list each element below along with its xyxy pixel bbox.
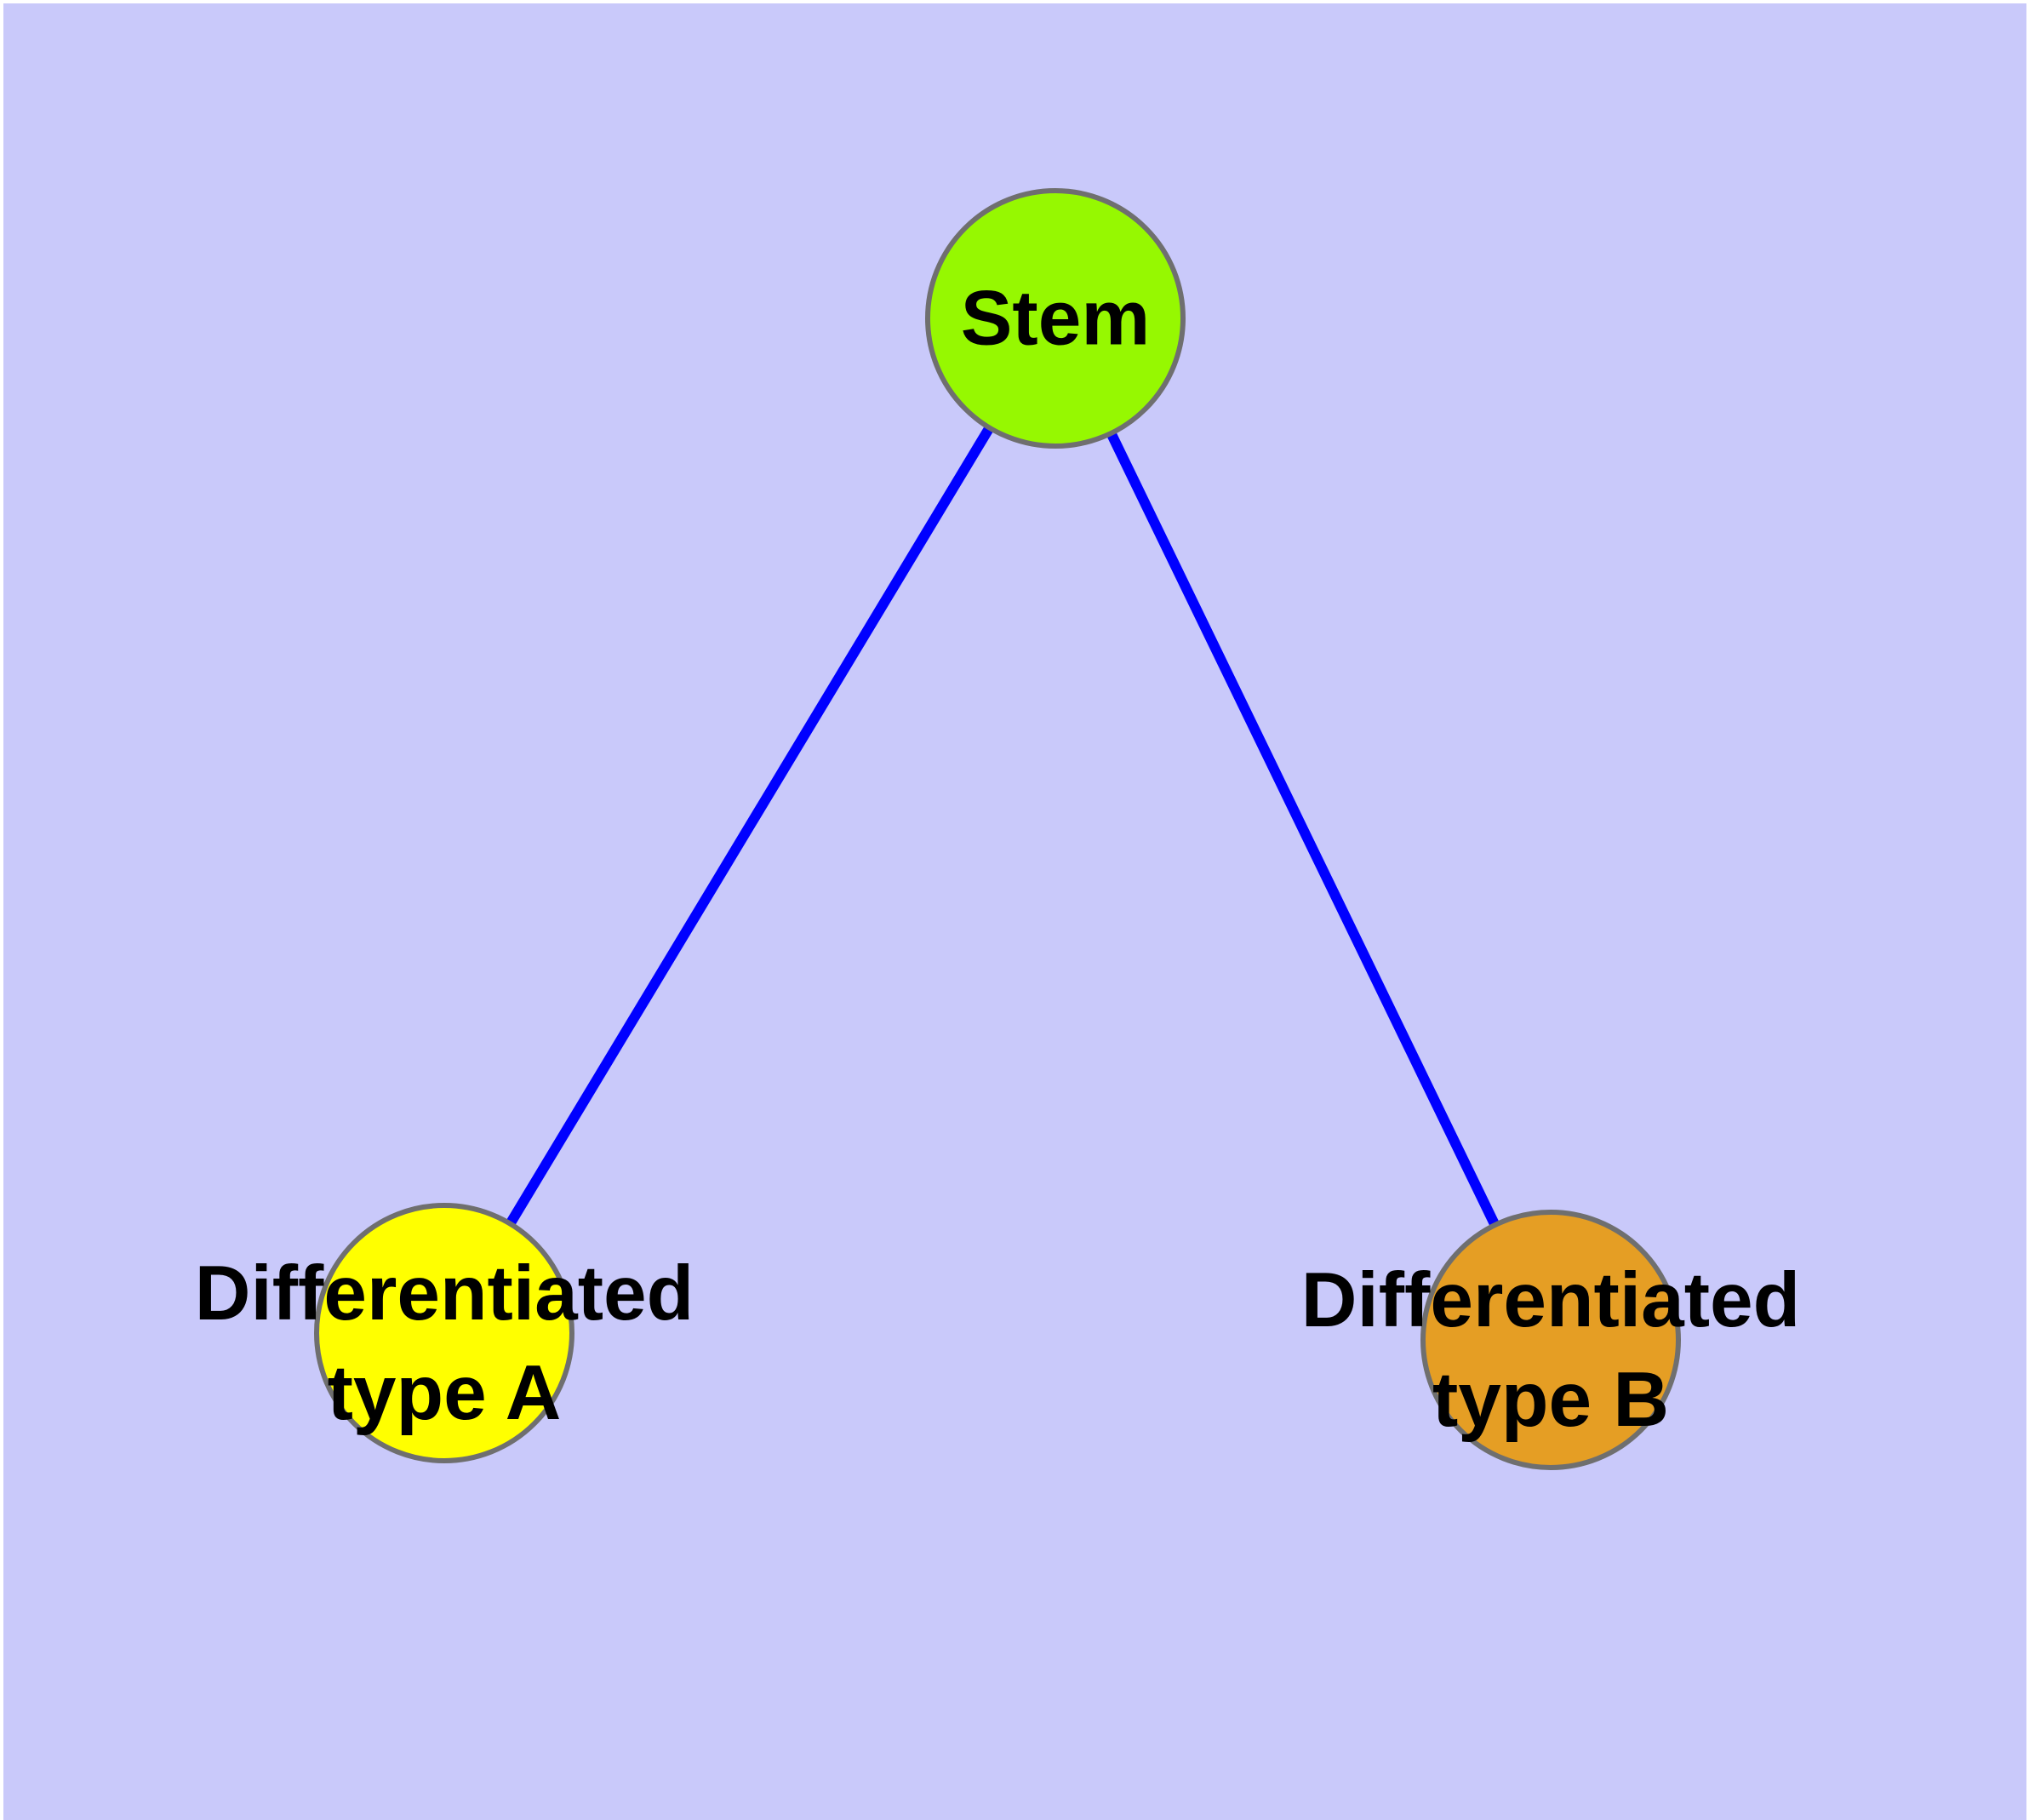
edge-stem-to-type-a — [439, 315, 1060, 1336]
edge-stem-to-type-b — [1050, 316, 1556, 1342]
label-line: Differentiated — [194, 1251, 694, 1336]
label-line: Stem — [960, 275, 1151, 362]
node-stem-label: Stem — [961, 269, 1151, 369]
node-differentiated-type-b-circle — [1420, 1210, 1681, 1470]
label-line: type B — [1432, 1357, 1670, 1443]
node-differentiated-type-a-circle — [314, 1203, 574, 1463]
label-line: Differentiated — [1300, 1257, 1801, 1343]
node-differentiated-type-a-label: Differentiated type A — [195, 1244, 694, 1443]
node-stem-circle — [925, 188, 1186, 449]
node-differentiated-type-b-label: Differentiated type B — [1301, 1251, 1801, 1450]
label-line: type A — [327, 1350, 562, 1436]
